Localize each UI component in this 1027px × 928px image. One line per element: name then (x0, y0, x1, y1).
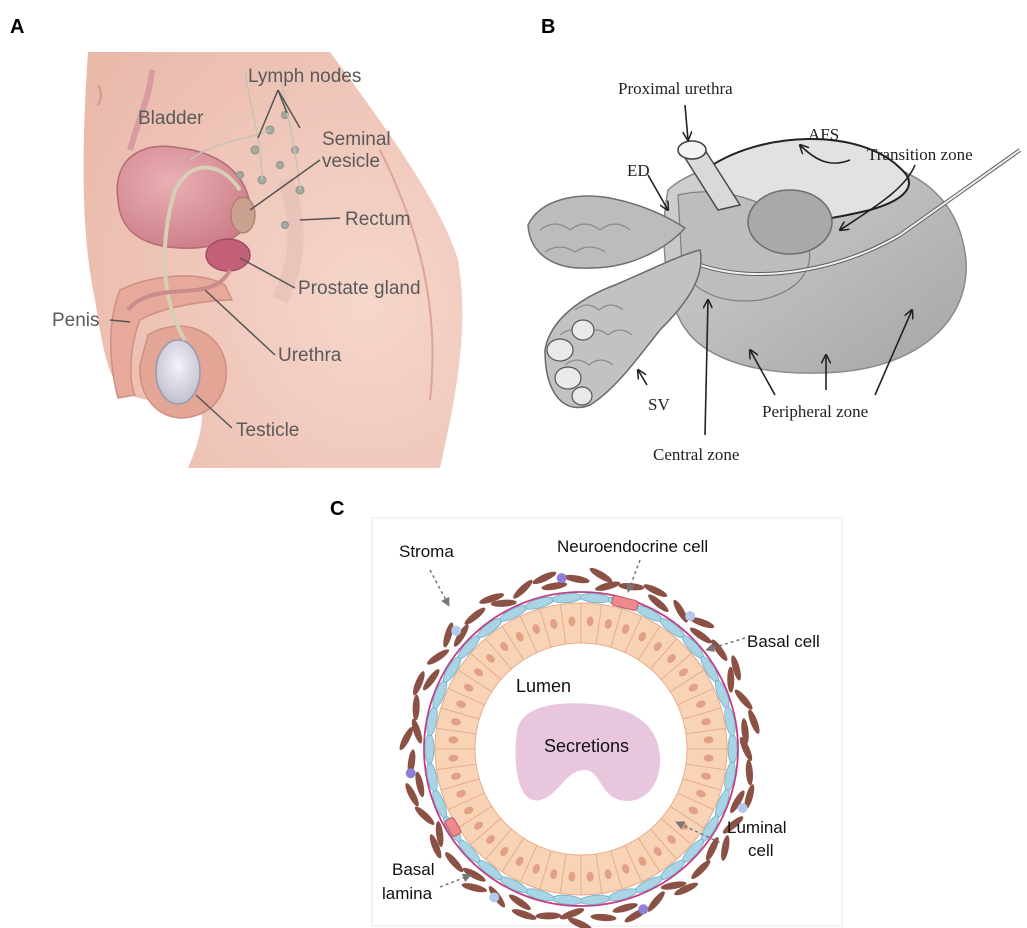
label-transition-zone: Transition zone (867, 145, 973, 164)
label-proximal-urethra: Proximal urethra (618, 79, 733, 98)
basal-cell (425, 734, 434, 764)
label-secretions: Secretions (544, 736, 629, 756)
label-lymph-nodes: Lymph nodes (248, 66, 361, 87)
label-basal-lamina-1: Basal (392, 860, 435, 879)
label-prostate-gland: Prostate gland (298, 278, 421, 299)
label-peripheral-zone: Peripheral zone (762, 402, 868, 421)
immune-cell (685, 611, 695, 621)
label-seminal-vesicle-1: Seminal (322, 129, 391, 150)
immune-cell (489, 892, 499, 902)
label-luminal-cell-1: Luminal (727, 818, 787, 837)
label-central-zone: Central zone (653, 445, 739, 464)
proximal-urethra-opening (678, 141, 706, 159)
immune-cell (738, 803, 748, 813)
label-lumen: Lumen (516, 676, 571, 696)
basal-cell (728, 734, 737, 764)
label-sv: SV (648, 395, 670, 414)
label-stroma: Stroma (399, 542, 454, 561)
immune-cell (557, 573, 567, 583)
label-neuroendocrine-cell: Neuroendocrine cell (557, 537, 708, 556)
label-urethra: Urethra (278, 345, 342, 366)
label-testicle: Testicle (236, 420, 299, 441)
prostate-shape (206, 239, 250, 271)
label-bladder: Bladder (138, 108, 204, 129)
label-afs: AFS (808, 125, 839, 144)
immune-cell (638, 904, 648, 914)
testicle-shape (156, 340, 200, 404)
label-seminal-vesicle-2: vesicle (322, 151, 380, 172)
ejaculatory-duct-vesicle (528, 196, 685, 268)
label-penis: Penis (52, 310, 100, 331)
immune-cell (451, 626, 461, 636)
label-basal-lamina-2: lamina (382, 884, 433, 903)
label-basal-cell: Basal cell (747, 632, 820, 651)
immune-cell (406, 768, 416, 778)
label-ed: ED (627, 161, 650, 180)
seminal-vesicle-shape (231, 197, 255, 233)
label-rectum: Rectum (345, 209, 410, 230)
label-luminal-cell-2: cell (748, 841, 774, 860)
transition-zone-shape (748, 190, 832, 254)
